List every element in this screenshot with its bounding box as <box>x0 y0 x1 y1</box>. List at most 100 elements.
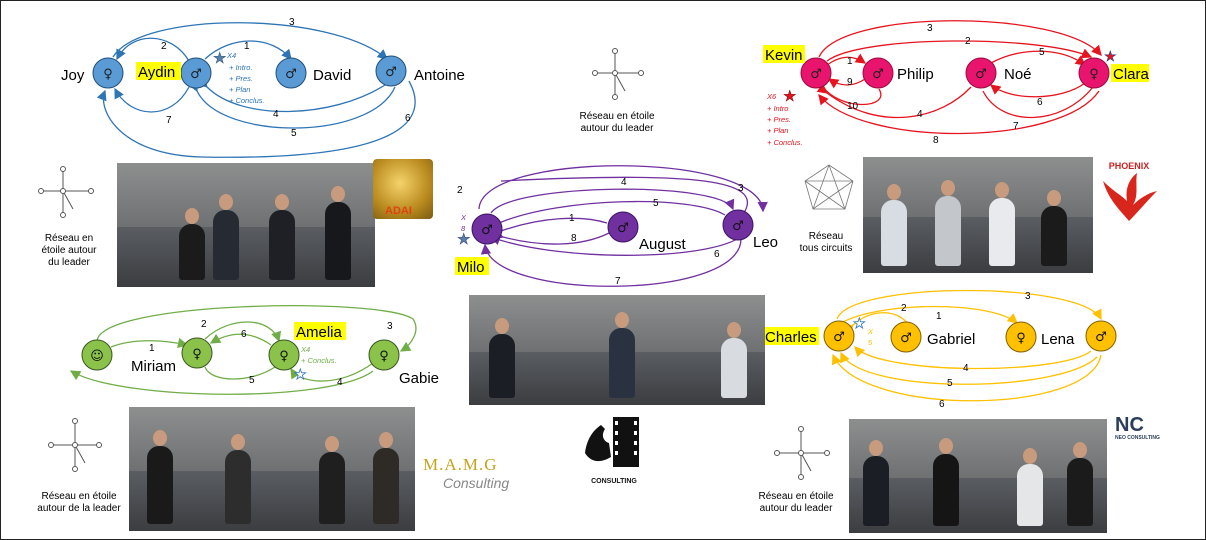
svg-text:8: 8 <box>571 233 577 244</box>
svg-text:3: 3 <box>927 23 933 34</box>
node-philip <box>862 57 894 89</box>
node-gabie <box>368 339 400 371</box>
node-august <box>607 211 639 243</box>
svg-text:+ Plan: + Plan <box>767 126 788 135</box>
team5-names: Charles Gabriel Lena <box>763 327 1075 348</box>
svg-text:X4: X4 <box>226 51 236 60</box>
edge-label: 1 <box>244 41 250 52</box>
team3-photo <box>469 295 765 405</box>
svg-text:X6: X6 <box>766 92 777 101</box>
female-symbol-icon: ♀ <box>103 67 113 82</box>
name-amelia: Amelia <box>296 324 343 341</box>
team3-network <box>478 165 768 287</box>
node-antoine <box>375 55 407 87</box>
team2-network <box>813 20 1103 135</box>
team4-network <box>69 305 417 395</box>
team1-edge-labels: 1 2 3 4 5 6 7 <box>161 17 411 139</box>
team5-photo <box>849 419 1107 533</box>
svg-text:2: 2 <box>901 303 907 314</box>
team1-network <box>96 22 416 158</box>
svg-text:4: 4 <box>917 109 923 120</box>
name-lena: Lena <box>1041 331 1075 348</box>
face-icon: ☺ <box>90 349 104 364</box>
svg-text:+ Conclus.: + Conclus. <box>229 96 265 105</box>
node-leader4 <box>81 339 113 371</box>
team1-photo <box>117 163 375 287</box>
edge-label: 3 <box>289 17 295 28</box>
leader-highlight <box>136 62 181 80</box>
svg-text:6: 6 <box>714 249 720 260</box>
leader-star-icon: ★ <box>853 316 866 332</box>
team5-nodes <box>823 320 1117 353</box>
team1-nodes <box>92 55 407 89</box>
team4-symbols: ☺ ♀ ♀ ♀ <box>90 347 389 364</box>
node-amelia <box>268 339 300 371</box>
svg-text:3: 3 <box>387 321 393 332</box>
svg-text:+ Pres.: + Pres. <box>229 74 253 83</box>
male-symbol-icon: ♂ <box>1095 330 1107 345</box>
phoenix-logo: PHOENIX <box>1099 161 1159 225</box>
name-kevin: Kevin <box>765 47 803 64</box>
svg-text:5: 5 <box>249 375 255 386</box>
team2-nodes <box>800 57 1110 89</box>
team2-symbols: ♂ ♂ ♂ ♀ <box>810 67 1099 82</box>
svg-text:8: 8 <box>933 135 939 146</box>
male-symbol-icon: ♂ <box>810 67 822 82</box>
leader-star-icon: ★ <box>783 87 796 105</box>
name-charles: Charles <box>765 329 817 346</box>
neo-consulting-logo: NC NEO CONSULTING <box>1115 414 1160 441</box>
star-network-icon <box>774 426 830 480</box>
female-symbol-icon: ♀ <box>1089 67 1099 82</box>
svg-text:+ Conclus.: + Conclus. <box>301 356 337 365</box>
svg-text:2: 2 <box>965 36 971 47</box>
team3-edge-labels: 1 2 3 4 5 6 7 8 <box>457 177 744 287</box>
team3-names: Milo August Leo <box>455 234 778 276</box>
node-noe <box>965 57 997 89</box>
svg-text:6: 6 <box>241 329 247 340</box>
svg-text:1: 1 <box>847 56 853 67</box>
star-network-icon <box>48 418 102 472</box>
team4-nodes <box>81 337 400 371</box>
node-joy <box>92 57 124 89</box>
node-leo <box>722 209 754 241</box>
leader-star-icon: ★ <box>294 367 307 383</box>
svg-text:X: X <box>867 327 874 336</box>
svg-text:X4: X4 <box>300 345 310 354</box>
svg-text:3: 3 <box>1025 291 1031 302</box>
male-symbol-icon: ♂ <box>617 221 629 236</box>
team2-edge-labels: 1 2 3 4 5 6 7 8 9 10 <box>847 23 1045 146</box>
svg-text:10: 10 <box>847 101 859 112</box>
edge-label: 7 <box>166 115 172 126</box>
name-antoine: Antoine <box>414 67 465 84</box>
node-fourth <box>1085 320 1117 352</box>
team1-names: Joy Aydin David Antoine <box>61 62 465 84</box>
svg-text:1: 1 <box>936 311 942 322</box>
adai-logo: ADAI <box>373 159 433 219</box>
leader-star-icon: ★ <box>213 49 226 67</box>
svg-text:1: 1 <box>149 343 155 354</box>
female-symbol-icon: ♀ <box>192 347 202 362</box>
node-lena <box>1005 321 1037 353</box>
svg-text:+ Pres.: + Pres. <box>767 115 791 124</box>
name-leo: Leo <box>753 234 778 251</box>
team1-leader-note: X4 + Intro. + Pres. + Plan + Conclus. <box>226 51 265 105</box>
consulting-logo: CONSULTING <box>581 413 647 485</box>
svg-text:3: 3 <box>738 183 744 194</box>
svg-text:4: 4 <box>963 363 969 374</box>
svg-text:4: 4 <box>621 177 627 188</box>
svg-text:4: 4 <box>337 377 343 388</box>
male-symbol-icon: ♂ <box>190 67 202 82</box>
male-symbol-icon: ♂ <box>975 67 987 82</box>
team3-nodes <box>471 209 754 245</box>
node-kevin <box>800 57 832 89</box>
star-network-icon <box>592 48 644 100</box>
edge-label: 6 <box>405 113 411 124</box>
mamg-logo: M.A.M.G Consulting <box>423 455 510 491</box>
name-miriam: Miriam <box>131 358 176 375</box>
male-symbol-icon: ♂ <box>833 330 845 345</box>
